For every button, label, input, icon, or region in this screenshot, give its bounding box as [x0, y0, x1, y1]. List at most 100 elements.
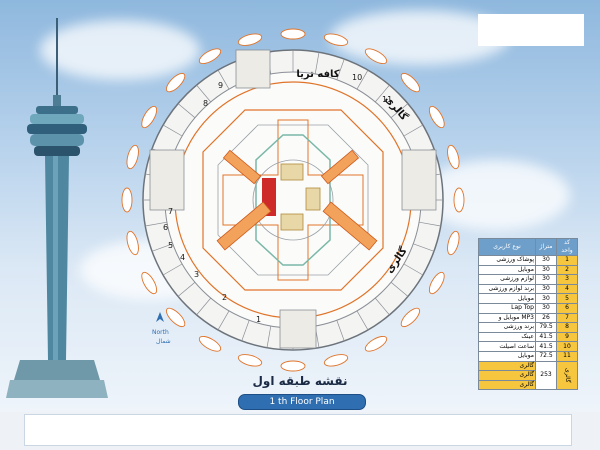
legend-area: 30 — [535, 274, 557, 285]
unit-number: 1 — [256, 315, 261, 324]
legend-area: 30 — [535, 264, 557, 276]
unit-divider — [390, 103, 409, 118]
legend-area: 41.5 — [535, 331, 557, 343]
blank-panel — [478, 14, 584, 46]
legend-gallery-use: گالری — [478, 360, 536, 372]
unit-divider — [419, 221, 441, 227]
legend-use: ساعت اصیلت — [478, 341, 536, 352]
unit-divider — [266, 326, 272, 348]
petal — [280, 28, 306, 40]
legend-area: 30 — [535, 302, 557, 314]
unit-number: 9 — [218, 81, 223, 90]
unit-divider — [314, 52, 320, 74]
unit-divider — [217, 69, 230, 90]
unit-divider — [151, 243, 173, 252]
unit-divider — [241, 320, 250, 342]
unit-divider — [390, 282, 409, 297]
unit-number: 11 — [382, 95, 392, 104]
legend-code: 3 — [556, 274, 578, 285]
unit-divider — [162, 124, 183, 137]
legend-code: 10 — [556, 341, 578, 352]
petal — [126, 230, 139, 256]
petal — [237, 354, 263, 367]
legend-use: موبایل — [478, 293, 536, 304]
escalators — [216, 149, 378, 251]
unit-divider — [403, 263, 424, 276]
unit-divider — [145, 221, 167, 227]
petal — [364, 48, 388, 65]
legend-gallery-row: گالری — [478, 379, 578, 391]
petal — [447, 144, 460, 170]
petal — [141, 271, 158, 295]
floor-plan-title-en: 1 th Floor Plan — [238, 394, 366, 410]
legend-header-area: متراژ — [535, 238, 557, 256]
unit-divider — [217, 310, 230, 331]
unit-divider — [375, 297, 390, 316]
cloud — [420, 160, 570, 230]
legend-use: موبایل — [478, 350, 536, 362]
outer-petals — [121, 28, 465, 372]
unit-divider — [413, 243, 435, 252]
east-bay — [401, 149, 437, 211]
unit-divider — [177, 282, 196, 297]
legend-header-row: نوع کاربری متراژ کد واحد — [478, 238, 578, 256]
unit-divider — [356, 69, 369, 90]
legend-use: موبایل — [478, 264, 536, 276]
legend-use: برند ورزشی — [478, 322, 536, 333]
legend-code: 5 — [556, 293, 578, 304]
legend-gallery-row: گالری 253 گالری — [478, 360, 578, 391]
north-bay — [235, 49, 271, 89]
petal — [447, 230, 460, 256]
legend-gallery-use: گالری — [478, 370, 536, 381]
unit-number: 3 — [194, 270, 199, 279]
west-bay — [149, 149, 185, 211]
unit-number: 2 — [222, 293, 227, 302]
legend-code: 1 — [556, 255, 578, 266]
north-label-fa: شمال — [156, 338, 171, 345]
petal — [237, 33, 263, 46]
legend-code: 11 — [556, 350, 578, 362]
unit-divider — [336, 320, 345, 342]
petal — [198, 335, 222, 352]
legend-area: 30 — [535, 293, 557, 304]
cloud — [40, 20, 200, 80]
petal — [323, 33, 349, 46]
legend-use: پوشاک ورزشی — [478, 255, 536, 266]
legend-header-use: نوع کاربری — [478, 238, 536, 256]
unit-number: 7 — [168, 207, 173, 216]
unit-number: 6 — [163, 223, 168, 232]
legend-area: 79.5 — [535, 322, 557, 333]
petal — [453, 187, 465, 213]
floor-plan-title-fa: نقشه طبقه اول — [252, 374, 348, 388]
legend-gallery-use: گالری — [478, 379, 536, 391]
legend-code: 9 — [556, 331, 578, 343]
unit-number: 4 — [180, 253, 185, 262]
atrium-inner — [217, 124, 369, 276]
petal — [280, 360, 306, 372]
legend-use: Lap Top — [478, 302, 536, 314]
unit-divider — [162, 263, 183, 276]
petal — [364, 335, 388, 352]
unit-divider — [336, 58, 345, 80]
north-label: North — [152, 329, 169, 336]
caption-box — [24, 414, 572, 446]
floor-plan-canvas: 1 2 3 4 5 6 7 8 9 10 11 کافه تریا گالری … — [6, 18, 465, 398]
legend-area: 72.5 — [535, 350, 557, 362]
petal — [165, 307, 186, 328]
central-core — [252, 134, 334, 266]
legend-code: 2 — [556, 264, 578, 276]
legend-use: لوازم ورزشی — [478, 274, 536, 285]
petal — [428, 105, 445, 129]
north-arrow: North شمال — [152, 312, 171, 345]
unit-number: 10 — [352, 73, 362, 82]
legend-gallery-total: 253 — [535, 360, 557, 391]
unit-number: 8 — [203, 99, 208, 108]
